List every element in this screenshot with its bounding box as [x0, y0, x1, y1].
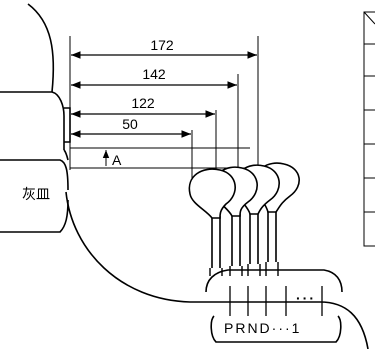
shift-knobs	[188, 162, 300, 268]
dim-label-122: 122	[131, 95, 155, 111]
height-dimension	[70, 147, 262, 169]
gate-ticks	[229, 286, 323, 316]
lever-connectors	[209, 262, 279, 276]
console-curve	[65, 191, 369, 349]
gear-gate	[205, 269, 343, 343]
shift-knob-1	[188, 168, 236, 268]
height-label-a: A	[112, 152, 122, 168]
ashtray-label: 灰皿	[22, 187, 50, 203]
ashtray-bracket	[64, 107, 71, 143]
side-table	[363, 11, 375, 247]
dimension-extension-lines	[69, 36, 259, 182]
dim-label-172: 172	[150, 37, 174, 53]
dim-label-50: 50	[122, 116, 138, 132]
dimension-lines	[71, 51, 257, 138]
gear-positions: PRND···1	[224, 320, 301, 336]
dim-label-142: 142	[142, 66, 166, 82]
gate-dots: ···	[296, 290, 316, 306]
